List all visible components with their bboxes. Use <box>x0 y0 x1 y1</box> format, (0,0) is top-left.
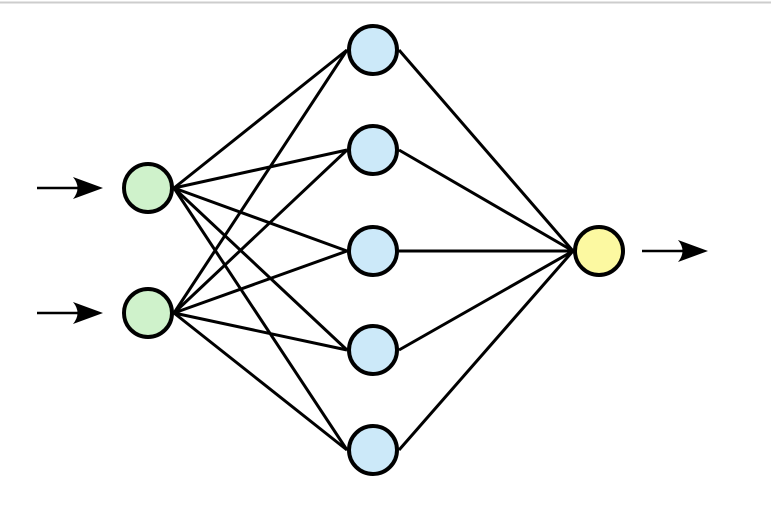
edge-input-to-hidden <box>172 187 349 451</box>
hidden-node-5 <box>347 424 399 476</box>
edge-input-to-hidden <box>173 148 348 190</box>
hidden-node-3 <box>347 225 399 277</box>
output-node-1 <box>573 225 625 277</box>
input-arrow-1-head-icon <box>73 177 103 199</box>
edge-input-to-hidden <box>173 186 348 253</box>
edge-input-to-hidden <box>172 49 349 314</box>
edge-hidden-to-output <box>398 148 574 253</box>
edge-input-to-hidden <box>173 311 348 352</box>
input-node-2 <box>122 287 174 339</box>
input-node-1 <box>122 162 174 214</box>
output-arrow-1-head-icon <box>678 240 708 262</box>
input-arrow-2-head-icon <box>73 302 103 324</box>
edge-hidden-to-output <box>398 249 574 352</box>
hidden-node-1 <box>347 24 399 76</box>
edge-input-to-hidden <box>173 249 348 315</box>
edge-hidden-to-output <box>397 250 575 451</box>
edge-hidden-to-output <box>397 49 575 252</box>
hidden-node-2 <box>347 124 399 176</box>
hidden-node-4 <box>347 324 399 376</box>
edge-input-to-hidden <box>172 148 349 315</box>
edge-input-to-hidden <box>173 311 348 452</box>
edge-input-to-hidden <box>173 48 348 190</box>
edge-input-to-hidden <box>172 186 349 352</box>
